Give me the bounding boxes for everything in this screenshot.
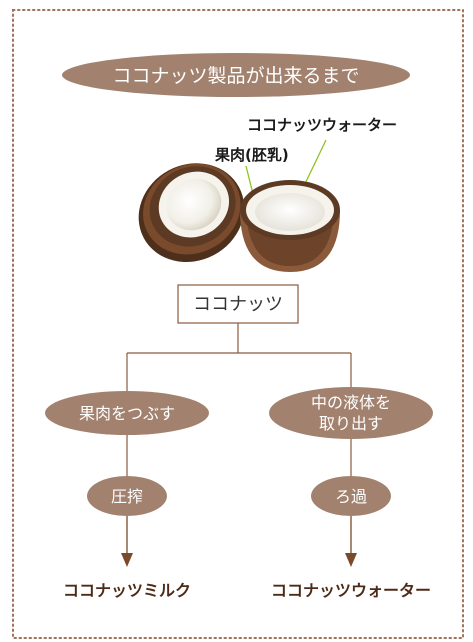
product-coconut-milk: ココナッツミルク [63, 581, 191, 600]
node-extract-liquid-line1: 中の液体を [311, 393, 391, 412]
coconut-half-right-illustration [240, 180, 340, 272]
node-crush-pulp: 果肉をつぶす [45, 391, 209, 435]
tree-connectors [126, 323, 352, 480]
node-filter-label: ろ過 [335, 487, 367, 506]
node-extract-liquid-line2: 取り出す [319, 414, 383, 433]
label-coconut-water: ココナッツウォーター [247, 116, 397, 134]
diagram-title: ココナッツ製品が出来るまで [112, 65, 359, 87]
coconut-half-left-illustration [138, 163, 245, 263]
node-coconut-label: ココナッツ [193, 294, 283, 315]
node-coconut: ココナッツ [177, 284, 299, 324]
node-press-label: 圧搾 [111, 487, 143, 506]
arrow-to-coconut-milk [121, 516, 133, 567]
product-coconut-water: ココナッツウォーター [271, 581, 431, 600]
dotted-border [12, 9, 464, 639]
node-extract-liquid: 中の液体を 取り出す [269, 387, 433, 439]
node-press: 圧搾 [87, 476, 167, 516]
arrow-to-coconut-water [345, 516, 357, 567]
node-crush-pulp-label: 果肉をつぶす [79, 404, 175, 423]
node-filter: ろ過 [311, 476, 391, 516]
title-banner: ココナッツ製品が出来るまで [62, 53, 410, 97]
label-pulp: 果肉(胚乳) [214, 146, 289, 164]
